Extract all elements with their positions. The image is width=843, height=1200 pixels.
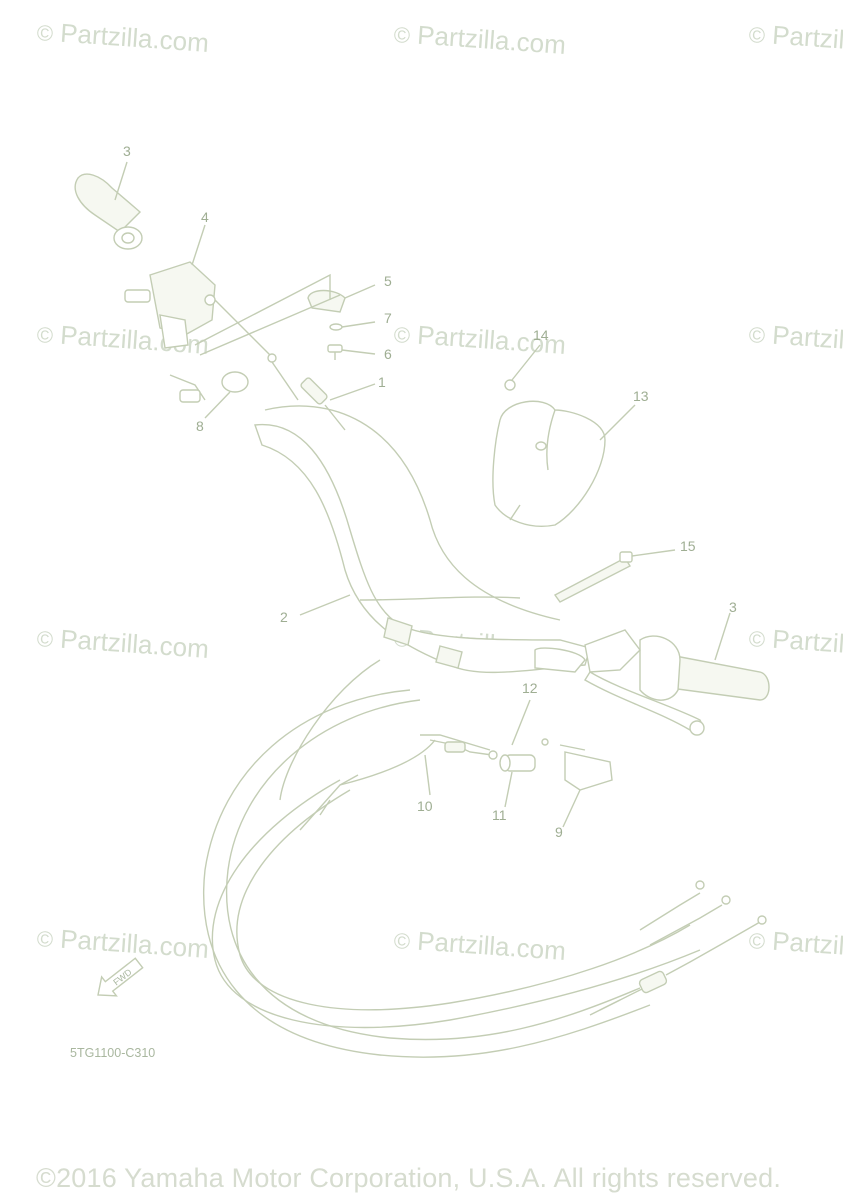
callout-6: 6 bbox=[384, 346, 392, 362]
callout-13: 13 bbox=[633, 388, 649, 404]
callout-15: 15 bbox=[680, 538, 696, 554]
callout-11: 11 bbox=[492, 807, 507, 823]
fwd-arrow: FWD bbox=[97, 957, 144, 997]
callout-numbers: 3 4 5 7 6 1 8 14 13 15 2 3 12 10 11 9 bbox=[123, 143, 737, 840]
throttle-cable-loops bbox=[203, 659, 767, 1058]
callout-7: 7 bbox=[384, 310, 392, 326]
callout-4: 4 bbox=[201, 209, 209, 225]
leader-lines bbox=[114, 161, 731, 828]
callout-12: 12 bbox=[522, 680, 538, 696]
callout-9: 9 bbox=[555, 824, 563, 840]
callout-5: 5 bbox=[384, 273, 392, 289]
plug bbox=[504, 379, 516, 391]
cable-parts bbox=[429, 738, 613, 791]
handlebar-pad bbox=[492, 400, 606, 527]
handlebar bbox=[254, 405, 591, 674]
band bbox=[553, 551, 633, 603]
clamp-bolt-washer bbox=[194, 273, 346, 360]
copyright-notice: ©2016 Yamaha Motor Corporation, U.S.A. A… bbox=[36, 1163, 782, 1193]
right-grip-lever bbox=[534, 629, 770, 736]
diagram-code: 5TG1100-C310 bbox=[70, 1046, 156, 1060]
throttle-cable bbox=[300, 377, 346, 431]
callout-2: 2 bbox=[280, 609, 288, 625]
callout-8: 8 bbox=[196, 418, 204, 434]
callout-1: 1 bbox=[378, 374, 386, 390]
collar bbox=[169, 371, 249, 403]
left-grip bbox=[74, 173, 143, 250]
throttle-housing bbox=[124, 261, 299, 401]
callout-3: 3 bbox=[729, 599, 737, 615]
callout-10: 10 bbox=[417, 798, 433, 814]
callout-14: 14 bbox=[533, 327, 549, 343]
callout-3: 3 bbox=[123, 143, 131, 159]
